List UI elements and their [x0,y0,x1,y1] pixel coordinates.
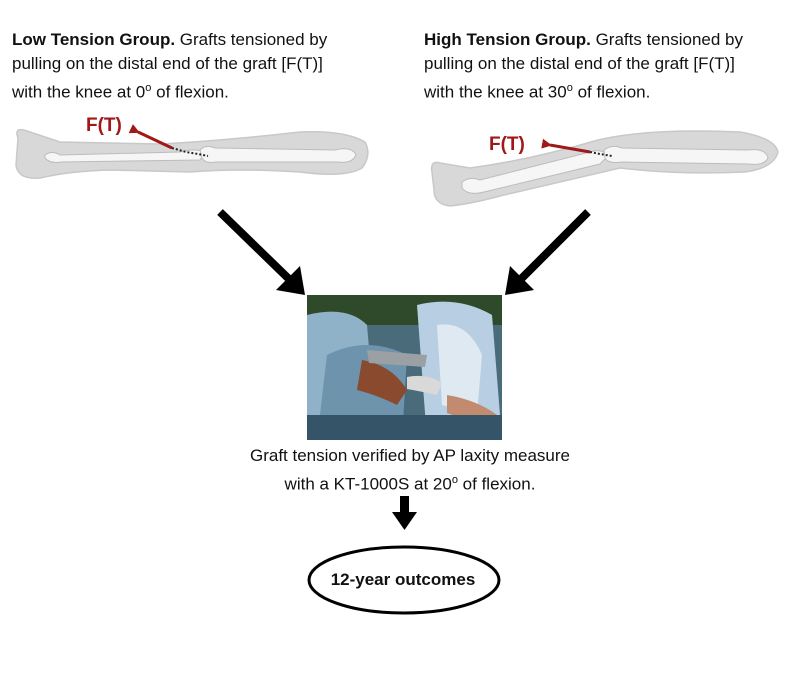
leg-extended-illustration [15,128,369,179]
leg-flexed-illustration [430,130,779,207]
force-arrow-high [541,138,591,154]
verification-text: Graft tension verified by AP laxity meas… [180,444,640,497]
high-tension-line1: Grafts tensioned by [595,30,743,49]
force-label-high: F(T) [489,134,525,155]
low-tension-line1: Grafts tensioned by [179,30,328,49]
force-arrow-low [128,124,173,150]
low-tension-line3-end: of flexion. [151,82,229,102]
verification-degree: o [451,474,458,486]
high-tension-caption: High Tension Group. Grafts tensioned by … [424,28,804,105]
high-tension-line3-end: of flexion. [572,82,651,102]
high-tension-line3: with the knee at 30 [424,82,567,102]
verification-line2: with a KT-1000S at 20 [284,474,452,494]
high-tension-title: High Tension Group. [424,30,591,49]
arrow-low-to-photo [217,209,305,295]
low-tension-line3: with the knee at 0 [12,82,146,102]
high-tension-degree: o [566,82,573,94]
outcome-label: 12-year outcomes [330,570,476,589]
force-label-low: F(T) [86,115,122,136]
verification-line1: Graft tension verified by AP laxity meas… [249,446,570,465]
high-tension-line2: pulling on the distal end of the graft [… [424,54,735,73]
surgery-photo [307,295,502,440]
verification-line2-end: of flexion. [457,474,536,494]
low-tension-degree: o [145,82,152,94]
arrow-high-to-photo [505,209,591,295]
low-tension-caption: Low Tension Group. Grafts tensioned by p… [12,28,392,105]
low-tension-title: Low Tension Group. [12,30,176,49]
low-tension-line2: pulling on the distal end of the graft [… [12,54,323,73]
arrow-to-outcome [392,496,417,530]
outcome-ellipse [307,545,501,615]
